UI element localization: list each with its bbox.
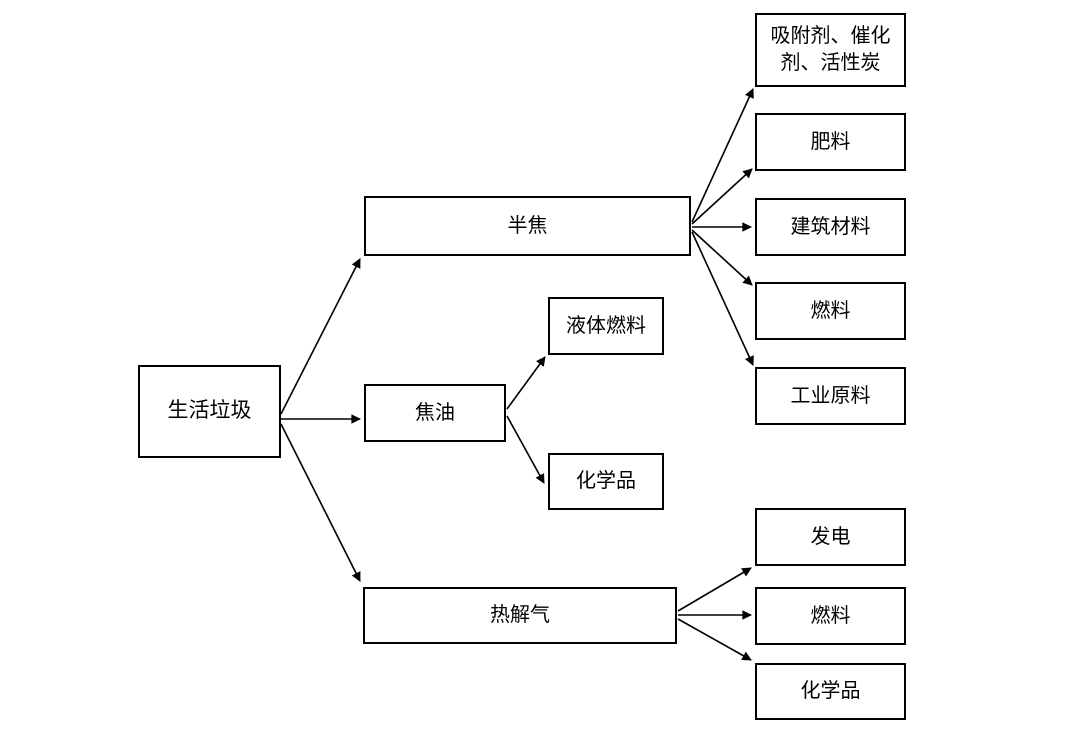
arrow-semicoke-to-adsorbent xyxy=(691,88,754,223)
arrow-root-to-semicoke xyxy=(280,258,361,415)
node-pyrolysis-gas: 热解气 xyxy=(363,587,677,644)
node-tar: 焦油 xyxy=(364,384,506,442)
node-building-materials: 建筑材料 xyxy=(755,198,906,256)
node-adsorbent-catalyst-activated-carbon: 吸附剂、催化 剂、活性炭 xyxy=(755,13,906,87)
node-liquid-fuel: 液体燃料 xyxy=(548,297,664,355)
node-semicoke-fuel: 燃料 xyxy=(755,282,906,340)
node-household-waste: 生活垃圾 xyxy=(138,365,281,458)
node-fertilizer: 肥料 xyxy=(755,113,906,171)
arrow-semicoke-to-fertilizer xyxy=(691,168,753,225)
arrow-pyrogas-to-chemicals xyxy=(677,618,752,661)
node-pyrogas-chemicals: 化学品 xyxy=(755,663,906,720)
node-power-generation: 发电 xyxy=(755,508,906,566)
adsorbent-label-line1: 吸附剂、催化 xyxy=(770,25,891,47)
arrow-semicoke-to-industrial-raw-materials xyxy=(691,231,754,366)
arrow-tar-to-liquid-fuel xyxy=(506,356,546,410)
arrow-pyrogas-to-power-generation xyxy=(677,567,752,612)
node-pyrogas-fuel: 燃料 xyxy=(755,587,906,645)
node-industrial-raw-materials: 工业原料 xyxy=(755,367,906,425)
adsorbent-label-line2: 剂、活性炭 xyxy=(780,52,881,74)
node-semicoke: 半焦 xyxy=(364,196,691,256)
arrow-semicoke-to-fuel xyxy=(691,229,753,286)
arrow-root-to-pyrogas xyxy=(280,423,361,582)
node-tar-chemicals: 化学品 xyxy=(548,453,664,510)
arrow-tar-to-chemicals xyxy=(506,415,545,484)
